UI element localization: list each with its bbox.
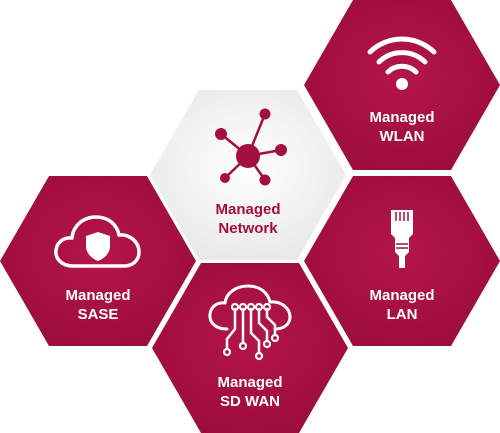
tile-label-line1: Managed — [217, 374, 283, 391]
tile-label: Managed LAN — [304, 286, 500, 324]
tile-label-line1: Managed — [369, 287, 435, 304]
tile-label-line2: SASE — [77, 306, 119, 323]
hex-tile-managed-network: Managed Network — [150, 90, 346, 260]
hex-tile-managed-wlan: Managed WLAN — [304, 0, 500, 170]
tile-label-line2: SD WAN — [220, 393, 280, 410]
tile-label-line2: WLAN — [379, 128, 425, 145]
tile-label: Managed SD WAN — [152, 373, 348, 411]
hex-tile-managed-lan: Managed LAN — [304, 176, 500, 346]
hex-tile-managed-sase: Managed SASE — [0, 176, 196, 346]
hex-shape — [150, 90, 346, 260]
tile-label: Managed SASE — [0, 286, 196, 324]
wifi-icon — [304, 34, 500, 92]
tile-label-line2: Network — [218, 220, 278, 237]
hex-shape — [152, 263, 348, 433]
cloud-circuit-icon — [152, 283, 348, 363]
tile-label: Managed Network — [150, 200, 346, 238]
network-hub-icon — [150, 106, 346, 188]
tile-label: Managed WLAN — [304, 108, 500, 146]
ethernet-plug-icon — [304, 208, 500, 270]
tile-label-line1: Managed — [65, 287, 131, 304]
cloud-shield-icon — [0, 210, 196, 272]
tile-label-line1: Managed — [369, 109, 435, 126]
tile-label-line1: Managed — [215, 201, 281, 218]
hex-tile-managed-sd-wan: Managed SD WAN — [152, 263, 348, 433]
tile-label-line2: LAN — [386, 306, 418, 323]
